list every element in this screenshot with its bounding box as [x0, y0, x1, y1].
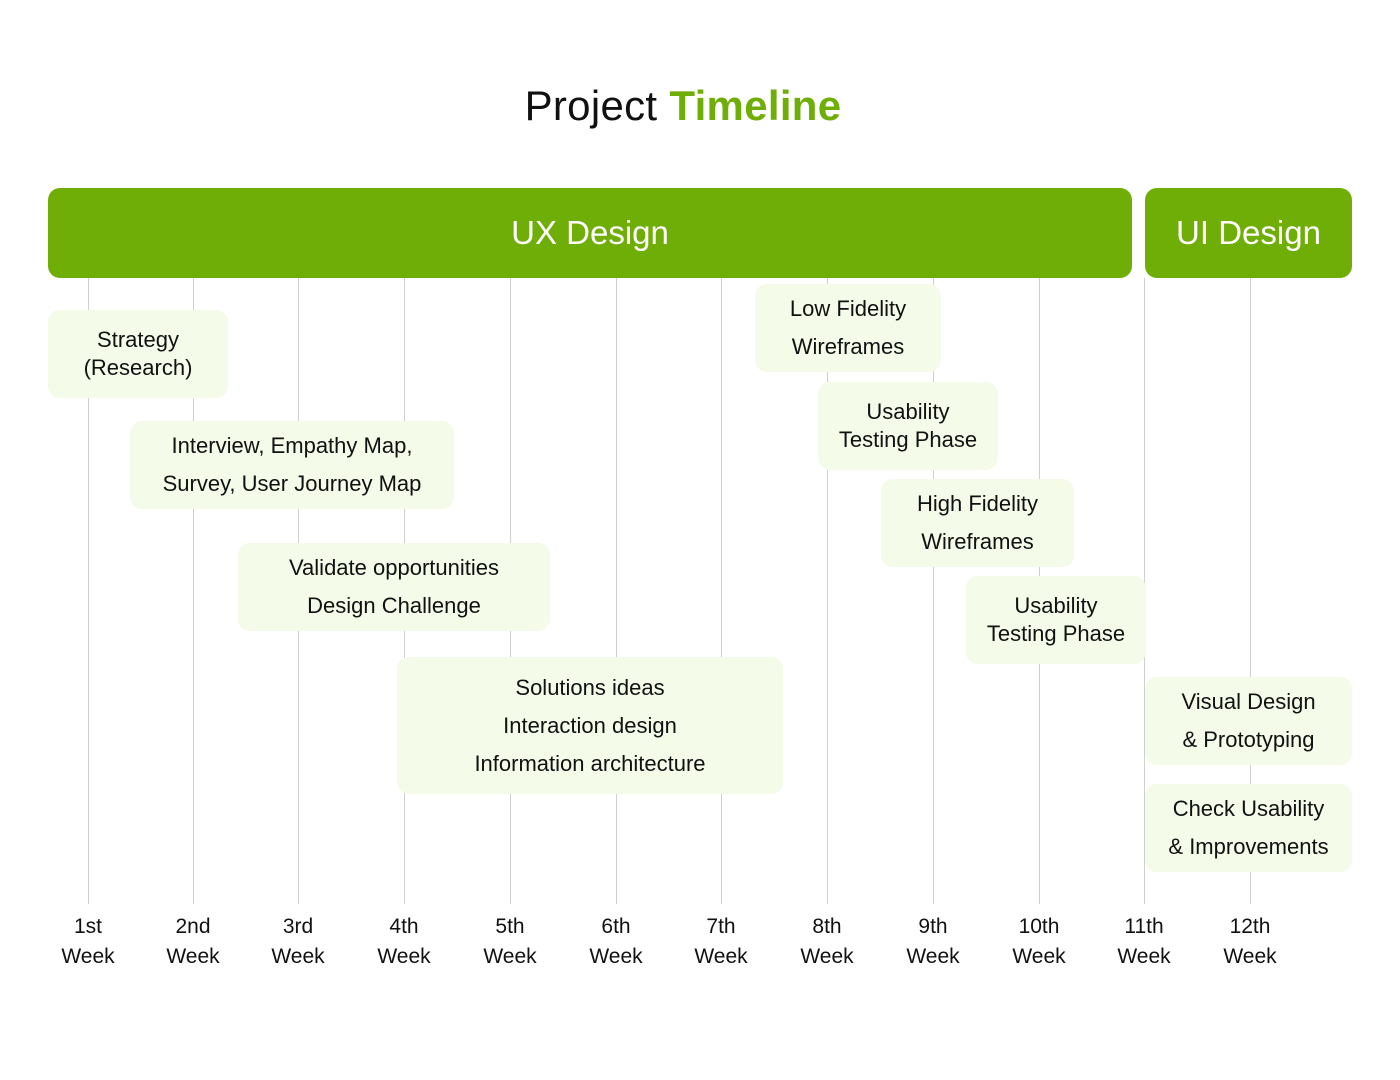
week-label-10: 10th Week: [989, 912, 1089, 972]
week-label-12: 12th Week: [1200, 912, 1300, 972]
week-number: 4th: [389, 915, 419, 938]
week-gridline: [827, 278, 828, 904]
week-number: 5th: [495, 915, 525, 938]
task-validate-opportunities: Validate opportunities Design Challenge: [238, 543, 550, 631]
task-line: Solutions ideas: [515, 674, 665, 700]
task-solutions-ideas: Solutions ideas Interaction design Infor…: [397, 657, 783, 794]
task-high-fidelity-wireframes: High Fidelity Wireframes: [881, 479, 1074, 567]
task-line: Design Challenge: [307, 593, 481, 618]
week-label-6: 6th Week: [566, 912, 666, 972]
week-gridline: [88, 278, 89, 904]
week-unit: Week: [694, 945, 748, 968]
week-unit: Week: [1223, 945, 1277, 968]
week-number: 12th: [1229, 915, 1271, 938]
task-usability-testing-1: Usability Testing Phase: [818, 382, 998, 470]
task-line: & Prototyping: [1182, 727, 1315, 752]
week-unit: Week: [1117, 945, 1171, 968]
week-unit: Week: [271, 945, 325, 968]
week-number: 7th: [706, 915, 736, 938]
week-unit: Week: [483, 945, 537, 968]
week-gridline: [1250, 278, 1251, 904]
task-low-fidelity-wireframes: Low Fidelity Wireframes: [755, 284, 941, 372]
week-number: 10th: [1018, 915, 1060, 938]
week-number: 1st: [73, 915, 102, 938]
phase-label: UX Design: [511, 214, 669, 251]
week-label-3: 3rd Week: [248, 912, 348, 972]
week-gridline: [193, 278, 194, 904]
task-line: Information architecture: [474, 750, 706, 776]
task-line: Usability: [1014, 593, 1098, 618]
week-number: 11th: [1124, 915, 1164, 938]
week-label-4: 4th Week: [354, 912, 454, 972]
task-usability-testing-2: Usability Testing Phase: [966, 576, 1146, 664]
task-line: Visual Design: [1181, 689, 1316, 714]
task-line: Survey, User Journey Map: [162, 471, 422, 496]
task-line: (Research): [83, 355, 193, 380]
task-line: Low Fidelity: [789, 296, 907, 321]
title-main: Project: [524, 82, 658, 129]
title-accent: Timeline: [669, 82, 842, 129]
week-unit: Week: [377, 945, 431, 968]
task-line: Interview, Empathy Map,: [171, 433, 413, 458]
task-line: Testing Phase: [838, 427, 978, 452]
week-label-7: 7th Week: [671, 912, 771, 972]
phase-ui-design: UI Design: [1145, 188, 1352, 278]
task-line: Usability: [866, 399, 950, 424]
week-gridline: [616, 278, 617, 904]
week-number: 8th: [812, 915, 842, 938]
week-gridline: [721, 278, 722, 904]
week-number: 3rd: [282, 915, 314, 938]
week-unit: Week: [61, 945, 115, 968]
week-label-5: 5th Week: [460, 912, 560, 972]
task-interview-empathy-map: Interview, Empathy Map, Survey, User Jou…: [130, 421, 454, 509]
task-visual-design-prototyping: Visual Design & Prototyping: [1145, 677, 1352, 765]
page-title: Project Timeline: [0, 82, 1366, 130]
week-unit: Week: [166, 945, 220, 968]
task-line: Wireframes: [791, 334, 905, 359]
phase-label: UI Design: [1176, 214, 1321, 251]
task-line: Interaction design: [503, 712, 677, 738]
week-unit: Week: [906, 945, 960, 968]
week-label-9: 9th Week: [883, 912, 983, 972]
week-label-1: 1st Week: [38, 912, 138, 972]
week-label-2: 2nd Week: [143, 912, 243, 972]
week-number: 6th: [601, 915, 631, 938]
week-number: 9th: [918, 915, 948, 938]
task-line: Strategy: [97, 327, 179, 352]
task-line: Wireframes: [921, 529, 1034, 554]
week-unit: Week: [1012, 945, 1066, 968]
task-line: Validate opportunities: [289, 555, 499, 580]
task-line: High Fidelity: [916, 491, 1039, 516]
week-gridline: [933, 278, 934, 904]
task-line: Testing Phase: [986, 621, 1126, 646]
task-line: & Improvements: [1168, 834, 1329, 859]
week-number: 2nd: [175, 915, 211, 938]
task-line: Check Usability: [1172, 796, 1325, 821]
phase-ux-design: UX Design: [48, 188, 1132, 278]
task-strategy-research: Strategy (Research): [48, 310, 228, 398]
task-check-usability-improvements: Check Usability & Improvements: [1145, 784, 1352, 872]
week-unit: Week: [800, 945, 854, 968]
week-unit: Week: [589, 945, 643, 968]
week-label-8: 8th Week: [777, 912, 877, 972]
week-label-11: 11th Week: [1094, 912, 1194, 972]
